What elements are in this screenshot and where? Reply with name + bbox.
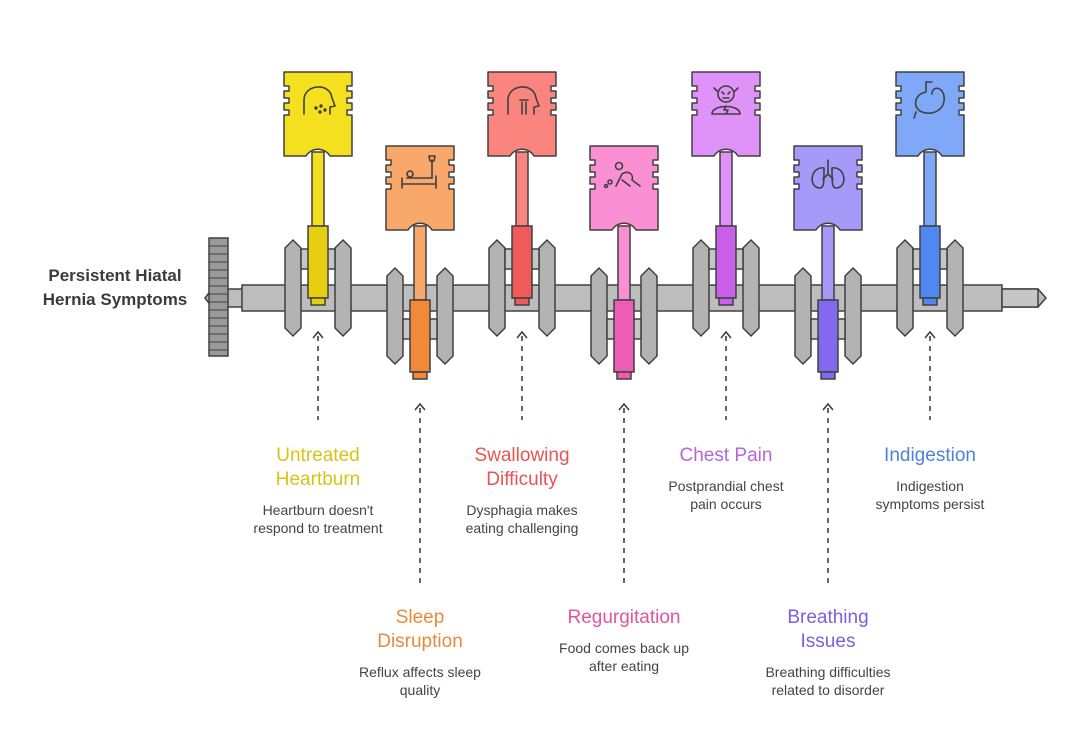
bearing-block bbox=[715, 225, 737, 299]
symptom-title: Indigestion bbox=[884, 445, 976, 466]
symptom-title: Chest Pain bbox=[679, 445, 773, 466]
bed-icon bbox=[401, 155, 437, 189]
bearing-cap bbox=[718, 297, 734, 306]
symptom-title: Sleep Disruption bbox=[377, 607, 463, 652]
connecting-rod bbox=[617, 225, 631, 301]
crank-web bbox=[794, 266, 812, 366]
piston-head bbox=[385, 145, 455, 231]
bearing-block bbox=[817, 299, 839, 373]
symptom-title: Regurgitation bbox=[567, 607, 681, 628]
symptom-description: Food comes back up after eating bbox=[559, 640, 689, 674]
arrow-head bbox=[618, 402, 630, 411]
symptom-title: Untreated Heartburn bbox=[275, 445, 361, 490]
flywheel bbox=[208, 237, 229, 357]
shaft-end bbox=[1001, 288, 1039, 308]
crank-web bbox=[896, 238, 914, 338]
crank-web bbox=[386, 266, 404, 366]
crank-web bbox=[844, 266, 862, 366]
chest-pain-icon bbox=[711, 85, 741, 115]
piston-7 bbox=[895, 71, 965, 306]
stomach-icon bbox=[913, 81, 945, 119]
bearing-block bbox=[511, 225, 533, 299]
crank-web bbox=[640, 266, 658, 366]
crank-web bbox=[334, 238, 352, 338]
crank-web bbox=[284, 238, 302, 338]
piston-2 bbox=[385, 145, 455, 380]
crank-web bbox=[946, 238, 964, 338]
piston-3 bbox=[487, 71, 557, 306]
symptom-description: Postprandial chest pain occurs bbox=[668, 478, 784, 512]
bearing-block bbox=[307, 225, 329, 299]
bearing-block bbox=[613, 299, 635, 373]
crank-web bbox=[742, 238, 760, 338]
crank-web bbox=[538, 238, 556, 338]
connecting-rod bbox=[311, 151, 325, 227]
bearing-cap bbox=[616, 371, 632, 380]
symptom-title: Swallowing Difficulty bbox=[474, 445, 570, 490]
crank-web bbox=[590, 266, 608, 366]
piston-4 bbox=[589, 145, 659, 380]
bearing-cap bbox=[310, 297, 326, 306]
crank-web bbox=[488, 238, 506, 338]
bearing-cap bbox=[412, 371, 428, 380]
arrow-head bbox=[516, 330, 528, 339]
arrow-head bbox=[924, 330, 936, 339]
symptom-title: Breathing Issues bbox=[787, 607, 869, 652]
throat-icon bbox=[507, 86, 540, 115]
symptom-description: Reflux affects sleep quality bbox=[359, 664, 481, 698]
arrow-head bbox=[720, 330, 732, 339]
symptom-description: Heartburn doesn't respond to treatment bbox=[253, 502, 383, 536]
piston-head bbox=[283, 71, 353, 157]
head-dots-icon bbox=[303, 86, 336, 115]
crank-web bbox=[692, 238, 710, 338]
diagram-title: Persistent Hiatal Hernia Symptoms bbox=[42, 266, 188, 309]
symptom-description: Dysphagia makes eating challenging bbox=[465, 502, 579, 536]
arrow-head bbox=[312, 330, 324, 339]
connecting-rod bbox=[413, 225, 427, 301]
piston-6 bbox=[793, 145, 863, 380]
connecting-rod bbox=[923, 151, 937, 227]
connecting-rod bbox=[821, 225, 835, 301]
connecting-rod bbox=[719, 151, 733, 227]
bearing-cap bbox=[514, 297, 530, 306]
crank-web bbox=[436, 266, 454, 366]
symptom-description: Indigestion symptoms persist bbox=[875, 478, 985, 512]
arrow-head bbox=[822, 402, 834, 411]
piston-5 bbox=[691, 71, 761, 306]
vomit-icon bbox=[603, 161, 641, 189]
lungs-icon bbox=[811, 159, 845, 189]
connecting-rod bbox=[515, 151, 529, 227]
bearing-block bbox=[409, 299, 431, 373]
arrow-head bbox=[414, 402, 426, 411]
bearing-cap bbox=[820, 371, 836, 380]
symptom-description: Breathing difficulties related to disord… bbox=[765, 664, 891, 698]
piston-head bbox=[793, 145, 863, 231]
piston-1 bbox=[283, 71, 353, 306]
bearing-cap bbox=[922, 297, 938, 306]
bearing-block bbox=[919, 225, 941, 299]
piston-head bbox=[589, 145, 659, 231]
